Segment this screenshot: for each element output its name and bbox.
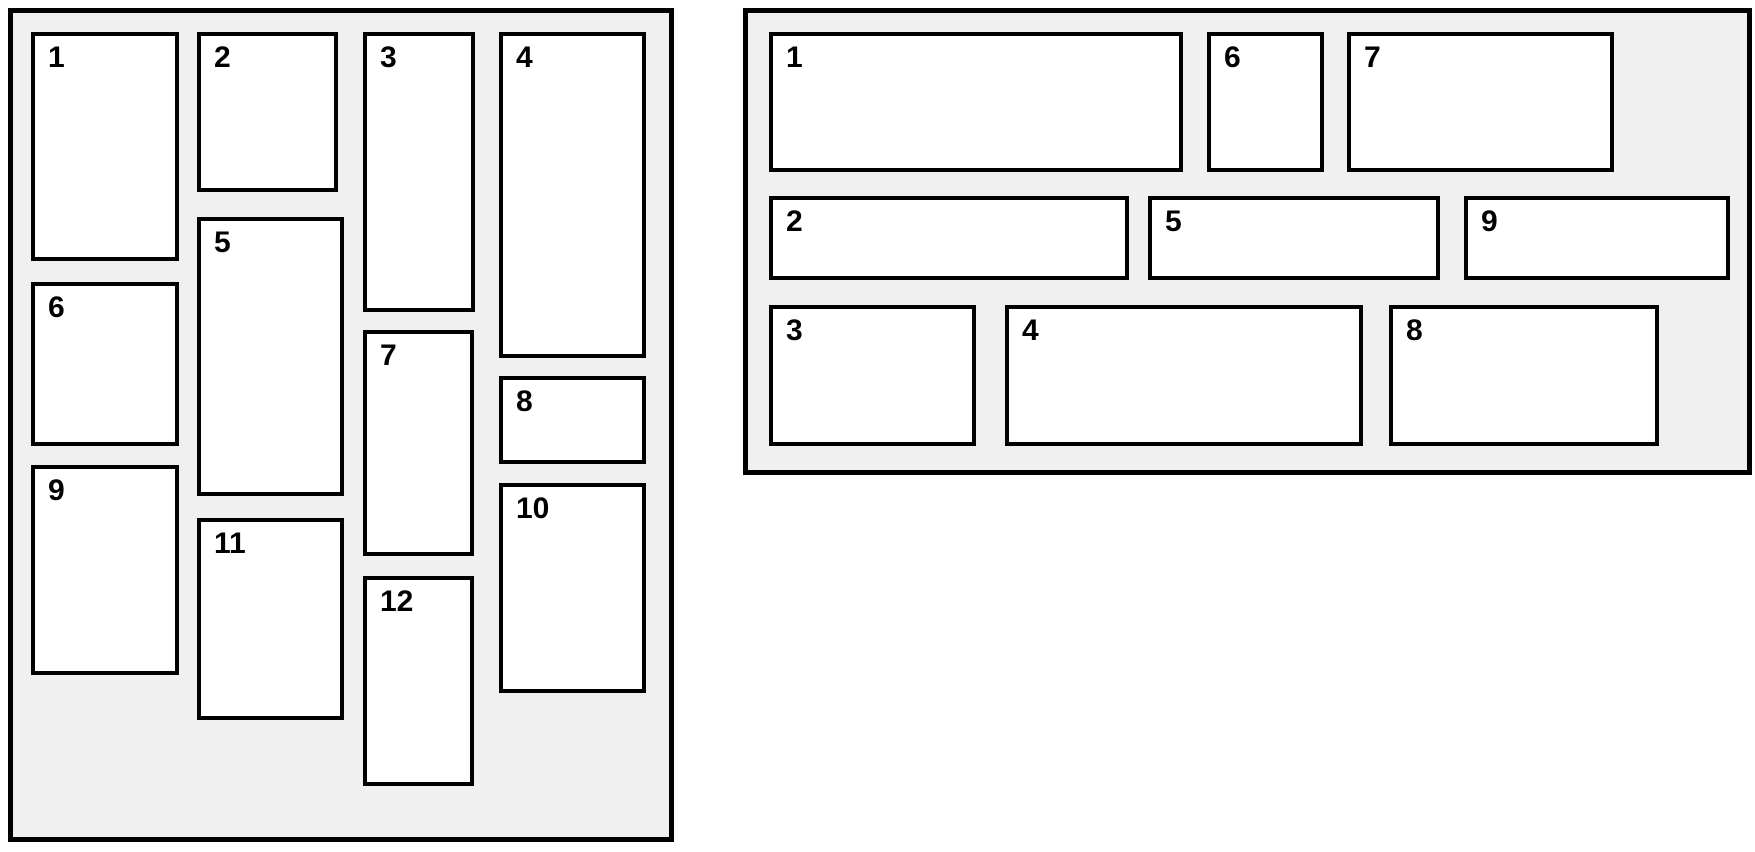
column-masonry-item-7: 7 xyxy=(363,330,474,556)
column-masonry-item-1: 1 xyxy=(31,32,179,261)
column-masonry-item-4: 4 xyxy=(499,32,646,358)
column-masonry-item-9: 9 xyxy=(31,465,179,675)
column-masonry-item-11: 11 xyxy=(197,518,344,720)
row-masonry-item-9: 9 xyxy=(1464,196,1730,280)
column-masonry-item-5: 5 xyxy=(197,217,344,496)
item-number-label: 10 xyxy=(516,492,550,525)
item-number-label: 1 xyxy=(48,41,65,74)
item-number-label: 3 xyxy=(380,41,397,74)
row-masonry-item-7: 7 xyxy=(1347,32,1614,172)
item-number-label: 9 xyxy=(48,474,65,507)
column-masonry-item-10: 10 xyxy=(499,483,646,693)
column-masonry-item-2: 2 xyxy=(197,32,338,192)
item-number-label: 12 xyxy=(380,585,414,618)
item-number-label: 9 xyxy=(1481,205,1498,238)
item-number-label: 4 xyxy=(516,41,533,74)
item-number-label: 3 xyxy=(786,314,803,347)
column-masonry-item-6: 6 xyxy=(31,282,179,446)
item-number-label: 4 xyxy=(1022,314,1039,347)
item-number-label: 7 xyxy=(1364,41,1381,74)
row-masonry-item-4: 4 xyxy=(1005,305,1363,446)
item-number-label: 8 xyxy=(516,385,533,418)
row-masonry-item-1: 1 xyxy=(769,32,1183,172)
item-number-label: 5 xyxy=(1165,205,1182,238)
row-masonry-item-3: 3 xyxy=(769,305,976,446)
column-masonry-item-8: 8 xyxy=(499,376,646,464)
item-number-label: 1 xyxy=(786,41,803,74)
item-number-label: 11 xyxy=(214,527,246,560)
column-masonry-item-3: 3 xyxy=(363,32,475,312)
row-masonry-item-5: 5 xyxy=(1148,196,1440,280)
row-masonry-item-2: 2 xyxy=(769,196,1129,280)
row-masonry-item-8: 8 xyxy=(1389,305,1659,446)
column-masonry-item-12: 12 xyxy=(363,576,474,786)
item-number-label: 6 xyxy=(1224,41,1241,74)
item-number-label: 8 xyxy=(1406,314,1423,347)
row-masonry-item-6: 6 xyxy=(1207,32,1324,172)
item-number-label: 2 xyxy=(214,41,231,74)
item-number-label: 7 xyxy=(380,339,397,372)
item-number-label: 2 xyxy=(786,205,803,238)
item-number-label: 5 xyxy=(214,226,231,259)
item-number-label: 6 xyxy=(48,291,65,324)
